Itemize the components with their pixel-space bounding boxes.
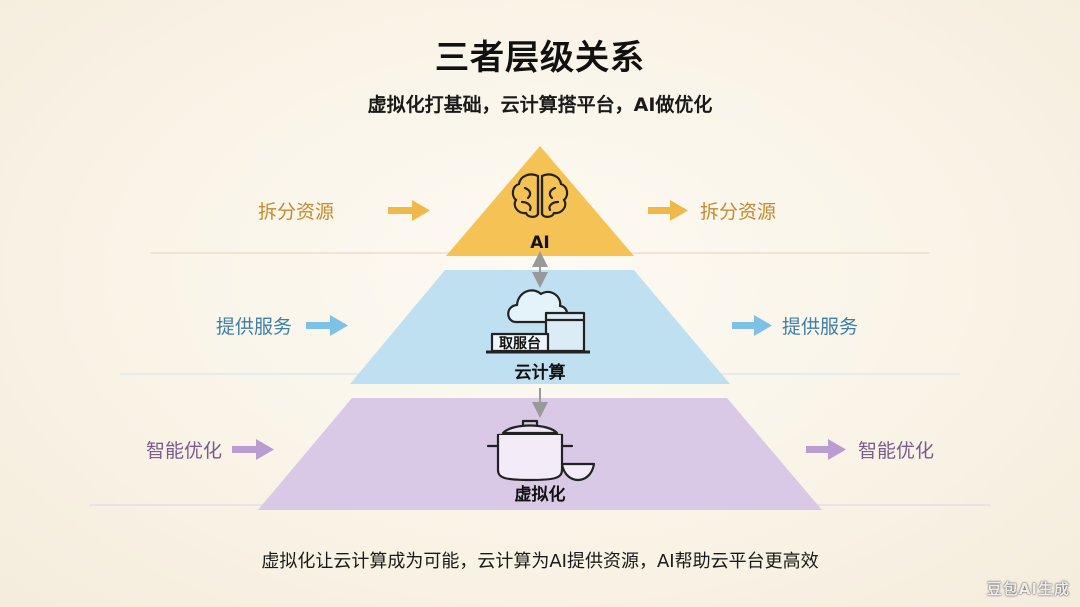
right-arrow-icon: [232, 439, 274, 460]
tier-ai: AI: [446, 146, 634, 256]
tier-cloud-shape: [350, 270, 730, 384]
tier-ai-shape: [446, 146, 634, 256]
diagram-caption: 虚拟化让云计算成为可能，云计算为AI提供资源，AI帮助云平台更高效: [261, 551, 819, 572]
right-arrow-icon: [388, 200, 430, 221]
cooking-pot-icon: [486, 419, 596, 482]
tier-virtualization: 虚拟化: [258, 398, 822, 510]
brain-icon: [511, 173, 569, 218]
right-label-cloud: 提供服务: [782, 316, 858, 338]
right-label-virtualization: 智能优化: [858, 440, 934, 462]
right-arrow-icon: [732, 315, 772, 336]
cloud-server-icon: [486, 289, 590, 354]
tier-ai-label: AI: [530, 233, 549, 253]
tier-cloud: 取服台 云计算: [350, 270, 730, 384]
diagram-subtitle: 虚拟化打基础，云计算搭平台，AI做优化: [367, 94, 713, 116]
left-label-ai: 拆分资源: [258, 201, 334, 223]
right-arrow-icon: [806, 439, 846, 460]
left-label-cloud: 提供服务: [216, 316, 292, 338]
right-arrow-icon: [648, 200, 688, 221]
cloud-icon-caption: 取服台: [499, 335, 541, 352]
watermark: 豆包AI生成: [986, 580, 1070, 598]
left-label-virtualization: 智能优化: [146, 440, 222, 462]
right-arrow-icon: [306, 315, 348, 336]
diagram-title: 三者层级关系: [435, 38, 645, 78]
tier-cloud-label: 云计算: [515, 362, 566, 383]
tier-virtualization-label: 虚拟化: [515, 484, 566, 505]
right-label-ai: 拆分资源: [700, 201, 776, 223]
